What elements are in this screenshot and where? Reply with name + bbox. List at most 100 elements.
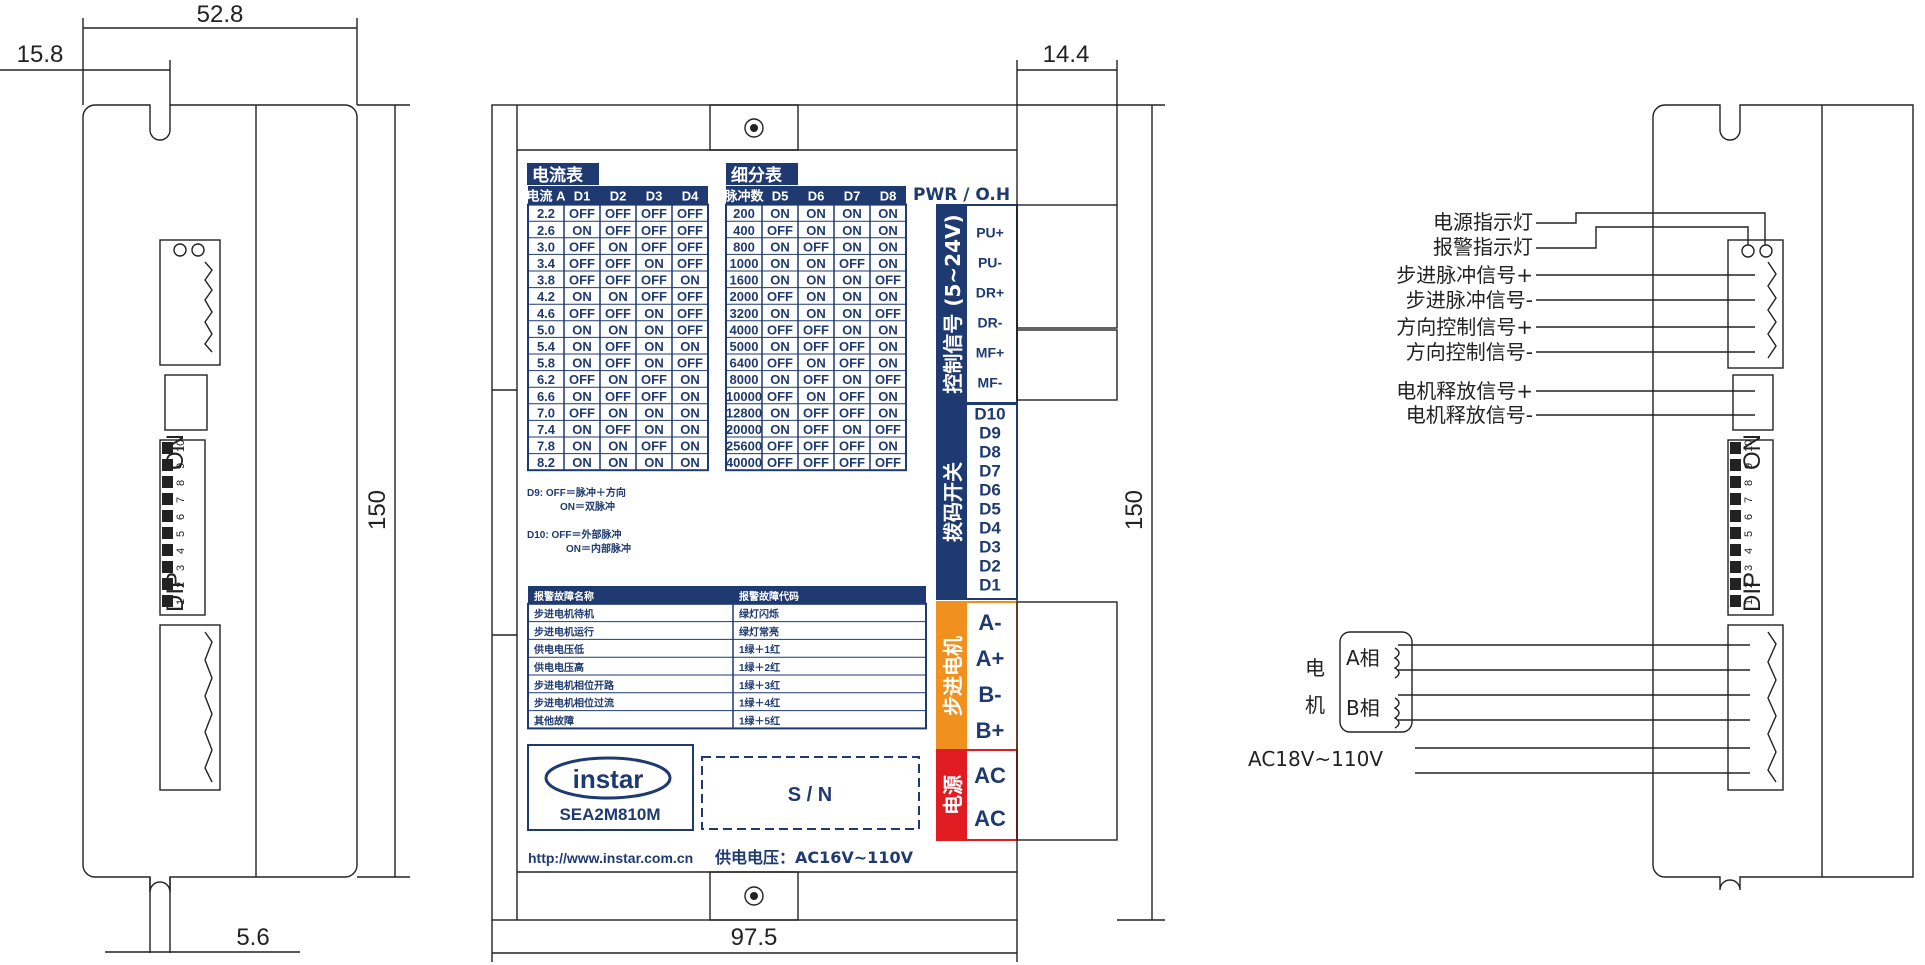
fault-code: 绿灯常亮 [739, 625, 779, 638]
website-url: http://www.instar.com.cn [528, 850, 693, 866]
side-body-outline [82, 104, 358, 893]
table-cell: ON [806, 273, 826, 288]
right-dip-block [1727, 439, 1774, 616]
table-cell: ON [842, 322, 862, 337]
motor-box [1339, 631, 1413, 733]
table-cell: ON [608, 239, 628, 254]
table-cell: ON [680, 405, 700, 420]
table-cell: ON [770, 422, 790, 437]
table-cell: 3.4 [537, 256, 556, 271]
table-cell: ON [842, 289, 862, 304]
table-cell: ON [878, 356, 898, 371]
terminal-serration [1767, 261, 1777, 359]
bottom-slot [149, 877, 171, 953]
table-cell: 8.2 [537, 455, 555, 470]
table-cell: OFF [677, 306, 703, 321]
dip-slot [1730, 561, 1741, 573]
table-cell: OFF [605, 339, 631, 354]
table-cell: OFF [641, 439, 667, 454]
coil-a-icon [1393, 647, 1400, 679]
pwr-oh-label: PWR / O.H [913, 185, 1010, 205]
pin-label: PU+ [976, 225, 1004, 241]
table-cell: 5.8 [537, 356, 555, 371]
table-cell: ON [806, 206, 826, 221]
table-cell: ON [770, 206, 790, 221]
dip-number: 5 [175, 531, 187, 537]
table-cell: OFF [803, 239, 829, 254]
current-table-title: 电流表 [532, 165, 584, 186]
motor-label-bg [937, 602, 967, 750]
dip-slot [162, 561, 173, 573]
dip-number: 8 [1743, 480, 1755, 486]
table-cell: OFF [767, 455, 793, 470]
dip-slot [162, 442, 173, 454]
table-cell: ON [842, 239, 862, 254]
dip-number: 3 [1743, 565, 1755, 571]
dip-number: 6 [175, 514, 187, 520]
table-cell: 3.8 [537, 273, 555, 288]
fault-header-cell: 报警故障代码 [739, 590, 799, 603]
table-cell: 800 [733, 239, 755, 254]
dip-slot [1730, 493, 1741, 505]
table-cell: 1000 [730, 256, 759, 271]
dip-slot [1730, 527, 1741, 539]
table-cell: ON [878, 223, 898, 238]
table-cell: OFF [839, 389, 865, 404]
table-cell: 2.2 [537, 206, 555, 221]
phase-a-label: A相 [1346, 646, 1380, 670]
table-header-cell: D6 [808, 189, 825, 204]
dip-switch-block [159, 439, 206, 616]
table-cell: ON [806, 256, 826, 271]
table-cell: ON [878, 256, 898, 271]
table-cell: ON [608, 405, 628, 420]
table-cell: ON [680, 339, 700, 354]
pin-label: D2 [979, 557, 1001, 576]
dip-number: 8 [175, 480, 187, 486]
dip-number: 10 [1743, 440, 1755, 452]
led-leader [1536, 226, 1749, 249]
brand-logo: instar [573, 764, 644, 794]
table-header-cell: 脉冲数 [723, 189, 764, 204]
table-cell: OFF [677, 289, 703, 304]
table-cell: ON [608, 289, 628, 304]
table-cell: ON [770, 405, 790, 420]
table-cell: ON [644, 339, 664, 354]
side-terminal-mid [164, 374, 208, 431]
table-cell: ON [572, 422, 592, 437]
pin-label: D5 [979, 500, 1001, 519]
table-cell: 2.6 [537, 223, 555, 238]
table-cell: ON [608, 439, 628, 454]
pin-label: AC [974, 806, 1006, 831]
pin-label: DR- [978, 315, 1003, 331]
table-cell: ON [842, 422, 862, 437]
table-cell: OFF [641, 223, 667, 238]
table-cell: OFF [767, 223, 793, 238]
fault-code: 1绿＋2红 [739, 661, 780, 674]
table-cell: ON [878, 206, 898, 221]
table-cell: OFF [641, 206, 667, 221]
fault-code: 1绿＋3红 [739, 679, 780, 692]
table-cell: OFF [875, 422, 901, 437]
table-cell: ON [842, 206, 862, 221]
d9-note-2: ON＝双脉冲 [560, 500, 615, 513]
table-cell: ON [806, 223, 826, 238]
table-cell: ON [878, 405, 898, 420]
table-cell: ON [806, 289, 826, 304]
dip-slot [162, 476, 173, 488]
table-cell: OFF [605, 389, 631, 404]
dip-number: 1 [1743, 599, 1755, 605]
table-cell: OFF [803, 339, 829, 354]
table-cell: 4000 [730, 322, 759, 337]
dip-number: 9 [1743, 463, 1755, 469]
table-cell: ON [680, 389, 700, 404]
table-cell: ON [842, 306, 862, 321]
fault-name: 步进电机待机 [534, 608, 594, 621]
table-cell: OFF [605, 422, 631, 437]
table-header-cell: D8 [880, 189, 897, 204]
table-cell: OFF [839, 356, 865, 371]
signal-label: 电机释放信号- [1406, 403, 1533, 427]
table-cell: ON [842, 372, 862, 387]
